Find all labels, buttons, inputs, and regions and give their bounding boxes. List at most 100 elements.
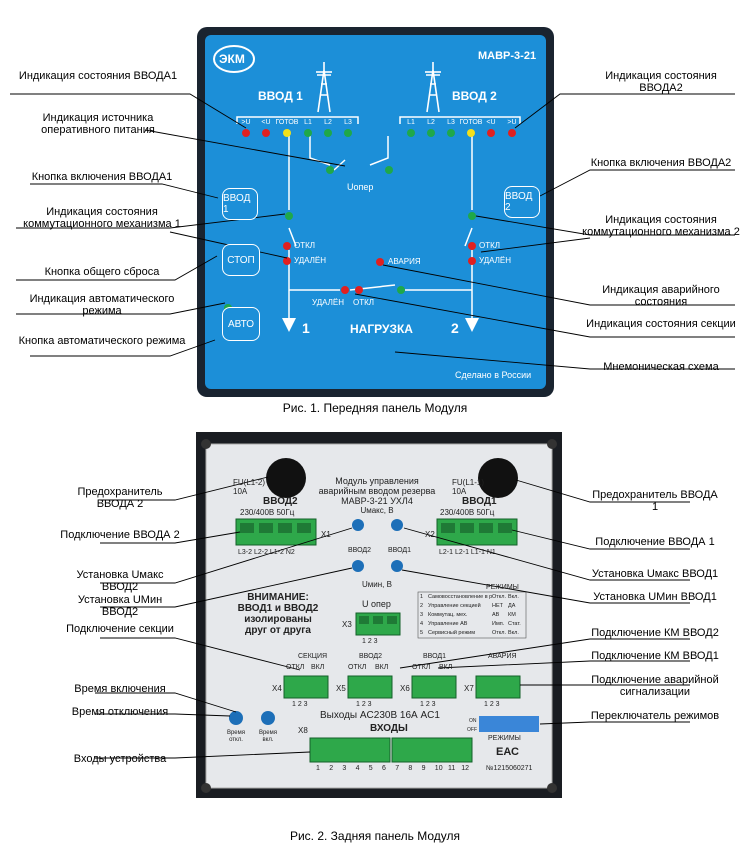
label-km-input2: Подключение КМ ВВОД2 bbox=[591, 627, 719, 639]
x5-on: ВКЛ bbox=[375, 664, 389, 671]
km1-off-label: ОТКЛ bbox=[294, 241, 316, 250]
terminal-x1 bbox=[235, 518, 317, 546]
inputs-label: ВХОДЫ bbox=[370, 723, 408, 734]
label-input2-status: Индикация состояния ВВОДА2 bbox=[605, 70, 717, 94]
x1-label: X1 bbox=[321, 530, 331, 539]
terminals-x4-x7 bbox=[283, 675, 521, 699]
section-label: СЕКЦИЯ bbox=[298, 653, 328, 660]
x6-label: X6 bbox=[400, 684, 410, 693]
label-alarm-signal: Подключение аварийной сигнализации bbox=[591, 674, 719, 698]
umax-label: Uмакс, В bbox=[360, 506, 394, 515]
label-umin-input1: Установка UМин ВВОД1 bbox=[593, 591, 717, 603]
label-km2-status: Индикация состояния коммутационного меха… bbox=[582, 214, 740, 238]
led-uoper bbox=[326, 166, 393, 174]
x5-off: ОТКЛ bbox=[348, 664, 367, 671]
alarm-label: АВАРИЯ bbox=[388, 257, 421, 266]
label-umax-input1: Установка Uмакс ВВОД1 bbox=[591, 568, 719, 580]
input-pin-number: 4 bbox=[355, 765, 360, 772]
modes-title: РЕЖИМЫ bbox=[486, 584, 519, 591]
load-number-2: 2 bbox=[451, 320, 459, 336]
label-connect-input2: Подключение ВВОДА 2 bbox=[60, 529, 180, 541]
label-connect-input1: Подключение ВВОДА 1 bbox=[595, 536, 715, 548]
modes-table-border bbox=[417, 591, 527, 639]
dip-off-label: OFF bbox=[467, 727, 477, 733]
mode-dip-switch[interactable] bbox=[479, 716, 539, 732]
input1-button[interactable]: ВВОД 1 bbox=[222, 188, 258, 220]
dip-on-label: ON bbox=[469, 718, 477, 724]
load-label: НАГРУЗКА bbox=[350, 322, 413, 336]
label-km-input1: Подключение КМ ВВОД1 bbox=[591, 650, 719, 662]
input-pin-number: 6 bbox=[382, 765, 386, 772]
leds-section bbox=[341, 286, 405, 294]
time-on-knob[interactable] bbox=[261, 711, 275, 725]
label-mnemonic: Мнемоническая схема bbox=[603, 361, 719, 373]
x5-label: X5 bbox=[336, 684, 346, 693]
stop-button[interactable]: СТОП bbox=[222, 244, 260, 276]
input-pin-number: 12 bbox=[461, 765, 469, 772]
logo-text: ЭКМ bbox=[219, 52, 245, 66]
x4-pins: 1 2 3 bbox=[292, 701, 308, 708]
label-power-source: Индикация источника оперативного питания bbox=[41, 112, 155, 136]
x3-pins: 1 2 3 bbox=[362, 638, 378, 645]
label-fuse-input1: Предохранитель ВВОДА 1 bbox=[592, 489, 718, 513]
label-km1-status: Индикация состояния коммутационного меха… bbox=[23, 206, 181, 230]
label-input1-button: Кнопка включения ВВОДА1 bbox=[31, 171, 173, 183]
x2-label: X2 bbox=[425, 530, 435, 539]
input2-back-title: ВВОД2 bbox=[263, 496, 298, 507]
led-label-input1: ГОТОВ bbox=[275, 119, 299, 126]
input-pin-number: 8 bbox=[408, 765, 413, 772]
label-time-off: Время отключения bbox=[71, 706, 169, 718]
outputs-label: Выходы AC230В 16А AC1 bbox=[320, 710, 440, 721]
pot-input1-label: ВВОД1 bbox=[388, 547, 412, 554]
auto-button[interactable]: АВТО bbox=[222, 307, 260, 341]
km1-removed-label: УДАЛЁН bbox=[294, 256, 327, 265]
label-reset-button: Кнопка общего сброса bbox=[44, 266, 160, 278]
input1-title: ВВОД 1 bbox=[258, 89, 303, 103]
led-label-input2: L2 bbox=[427, 119, 435, 126]
x3-label: X3 bbox=[342, 620, 352, 629]
x6-pins: 1 2 3 bbox=[420, 701, 436, 708]
made-in-russia: Сделано в России bbox=[455, 370, 532, 380]
leds-input1 bbox=[242, 129, 352, 137]
logo-oval bbox=[213, 45, 255, 73]
x2-pins: L2-1 L2-1 L1-1 N1 bbox=[439, 549, 496, 556]
x4-label: X4 bbox=[272, 684, 282, 693]
tower-icon-left bbox=[316, 62, 332, 113]
input-pin-number: 2 bbox=[329, 765, 334, 772]
led-label-input1: >U bbox=[241, 119, 251, 126]
input2-button[interactable]: ВВОД 2 bbox=[504, 186, 540, 218]
leds-input2 bbox=[407, 129, 516, 137]
km2-removed-label: УДАЛЁН bbox=[479, 256, 512, 265]
leaders-fig2 bbox=[95, 476, 690, 759]
led-label-input1: L3 bbox=[344, 119, 352, 126]
led-label-input2: ГОТОВ bbox=[459, 119, 483, 126]
pot-input2-label: ВВОД2 bbox=[348, 547, 372, 554]
section-removed-label: УДАЛЁН bbox=[312, 298, 345, 307]
figure2-caption: Рис. 2. Задняя панель Модуля bbox=[289, 829, 461, 843]
arrows-down bbox=[282, 318, 479, 332]
fuse-input1[interactable] bbox=[478, 458, 518, 498]
time-off-knob[interactable] bbox=[229, 711, 243, 725]
alarm-back-label: АВАРИЯ bbox=[488, 653, 517, 660]
serial-number: №1215060271 bbox=[486, 765, 533, 772]
fuse-input2[interactable] bbox=[266, 458, 306, 498]
fu1-label: FU(L1-1) 10A bbox=[452, 478, 485, 496]
input-pin-number: 1 bbox=[316, 765, 320, 772]
terminal-x3 bbox=[355, 612, 401, 636]
label-connect-section: Подключение секции bbox=[66, 623, 174, 635]
time-on-label: Время вкл. bbox=[258, 730, 278, 743]
input2-title: ВВОД 2 bbox=[452, 89, 497, 103]
led-alarm bbox=[376, 258, 384, 266]
input2-rating: 230/400В 50Гц bbox=[240, 508, 295, 517]
led-label-input1: <U bbox=[261, 119, 271, 126]
led-label-input2: L3 bbox=[447, 119, 455, 126]
label-device-inputs: Входы устройства bbox=[73, 753, 167, 765]
section-off-label: ОТКЛ bbox=[353, 298, 375, 307]
led-brackets bbox=[236, 116, 521, 320]
label-input2-button: Кнопка включения ВВОДА2 bbox=[590, 157, 732, 169]
